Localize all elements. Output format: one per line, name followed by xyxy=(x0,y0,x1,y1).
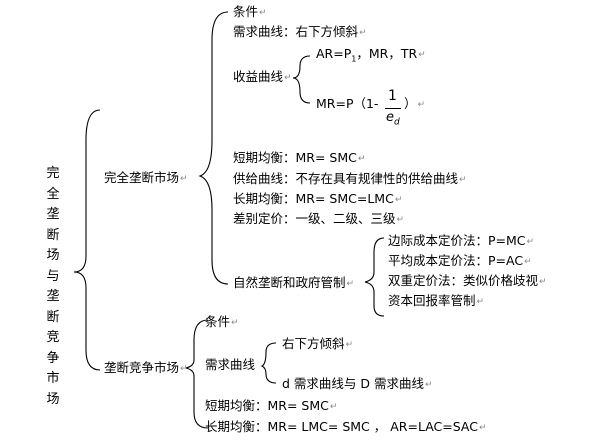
brace-perfect-monopoly xyxy=(198,11,229,285)
pm-condition: 条件↵ xyxy=(233,4,267,19)
pm-natural-monopoly: 自然垄断和政府管制↵ xyxy=(233,275,355,290)
pm-revenue-label: 收益曲线↵ xyxy=(233,69,292,84)
branch-monopolistic-competition: 垄断竞争市场↵ xyxy=(104,360,188,375)
nm-item-dual-pricing: 双重定价法：类似价格歧视↵ xyxy=(388,273,547,288)
pm-revenue-mr-close: ）↵ xyxy=(404,96,426,111)
title-char: 争 xyxy=(46,350,60,366)
title-char: 垄 xyxy=(46,207,60,222)
nm-item-rate-of-return: 资本回报率管制↵ xyxy=(388,293,485,308)
pm-long-run: 长期均衡：MR= SMC=LMC↵ xyxy=(233,191,403,206)
title-char: 完 xyxy=(46,166,60,181)
nm-item-marginal-cost: 边际成本定价法：P=MC↵ xyxy=(388,233,535,248)
mc-demand-slope: 右下方倾斜↵ xyxy=(282,336,354,351)
title-char: 市 xyxy=(46,371,60,386)
title-char: 全 xyxy=(46,186,60,202)
mc-condition: 条件↵ xyxy=(205,314,239,329)
pm-short-run: 短期均衡：MR= SMC↵ xyxy=(233,150,366,165)
mc-demand-label: 需求曲线 xyxy=(205,357,256,372)
title-char: 断 xyxy=(46,227,60,243)
branch-perfect-monopoly: 完全垄断市场↵ xyxy=(104,170,188,185)
pm-revenue-mr: MR=P（1- xyxy=(316,96,379,111)
title-char: 断 xyxy=(46,309,60,325)
mc-demand-curves: d 需求曲线与 D 需求曲线↵ xyxy=(282,376,433,391)
brace-main xyxy=(73,109,101,371)
title-char: 场 xyxy=(46,248,60,263)
mc-short-run: 短期均衡：MR= SMC↵ xyxy=(205,398,338,413)
pm-supply: 供给曲线：不存在具有规律性的供给曲线↵ xyxy=(233,171,467,186)
brace-monopolistic-competition xyxy=(185,319,209,429)
nm-item-average-cost: 平均成本定价法：P=AC↵ xyxy=(388,253,532,268)
pm-revenue-ar: AR=P1，MR，TR↵ xyxy=(316,46,426,64)
title-char: 与 xyxy=(46,268,60,284)
brace-revenue xyxy=(292,55,311,104)
title-char: 场 xyxy=(46,391,60,407)
brace-natural-monopoly xyxy=(364,237,385,317)
pm-discrimination: 差别定价：一级、二级、三级↵ xyxy=(233,211,405,226)
mc-long-run: 长期均衡：MR= LMC= SMC ， AR=LAC=SAC↵ xyxy=(205,419,487,434)
title-char: 垄 xyxy=(46,289,60,304)
diagram-title-vertical: 完 全 垄 断 场 与 垄 断 竞 争 市 场 xyxy=(44,164,62,410)
brace-demand xyxy=(260,342,277,384)
pm-demand: 需求曲线：右下方倾斜↵ xyxy=(233,24,367,39)
title-char: 竞 xyxy=(46,330,60,345)
